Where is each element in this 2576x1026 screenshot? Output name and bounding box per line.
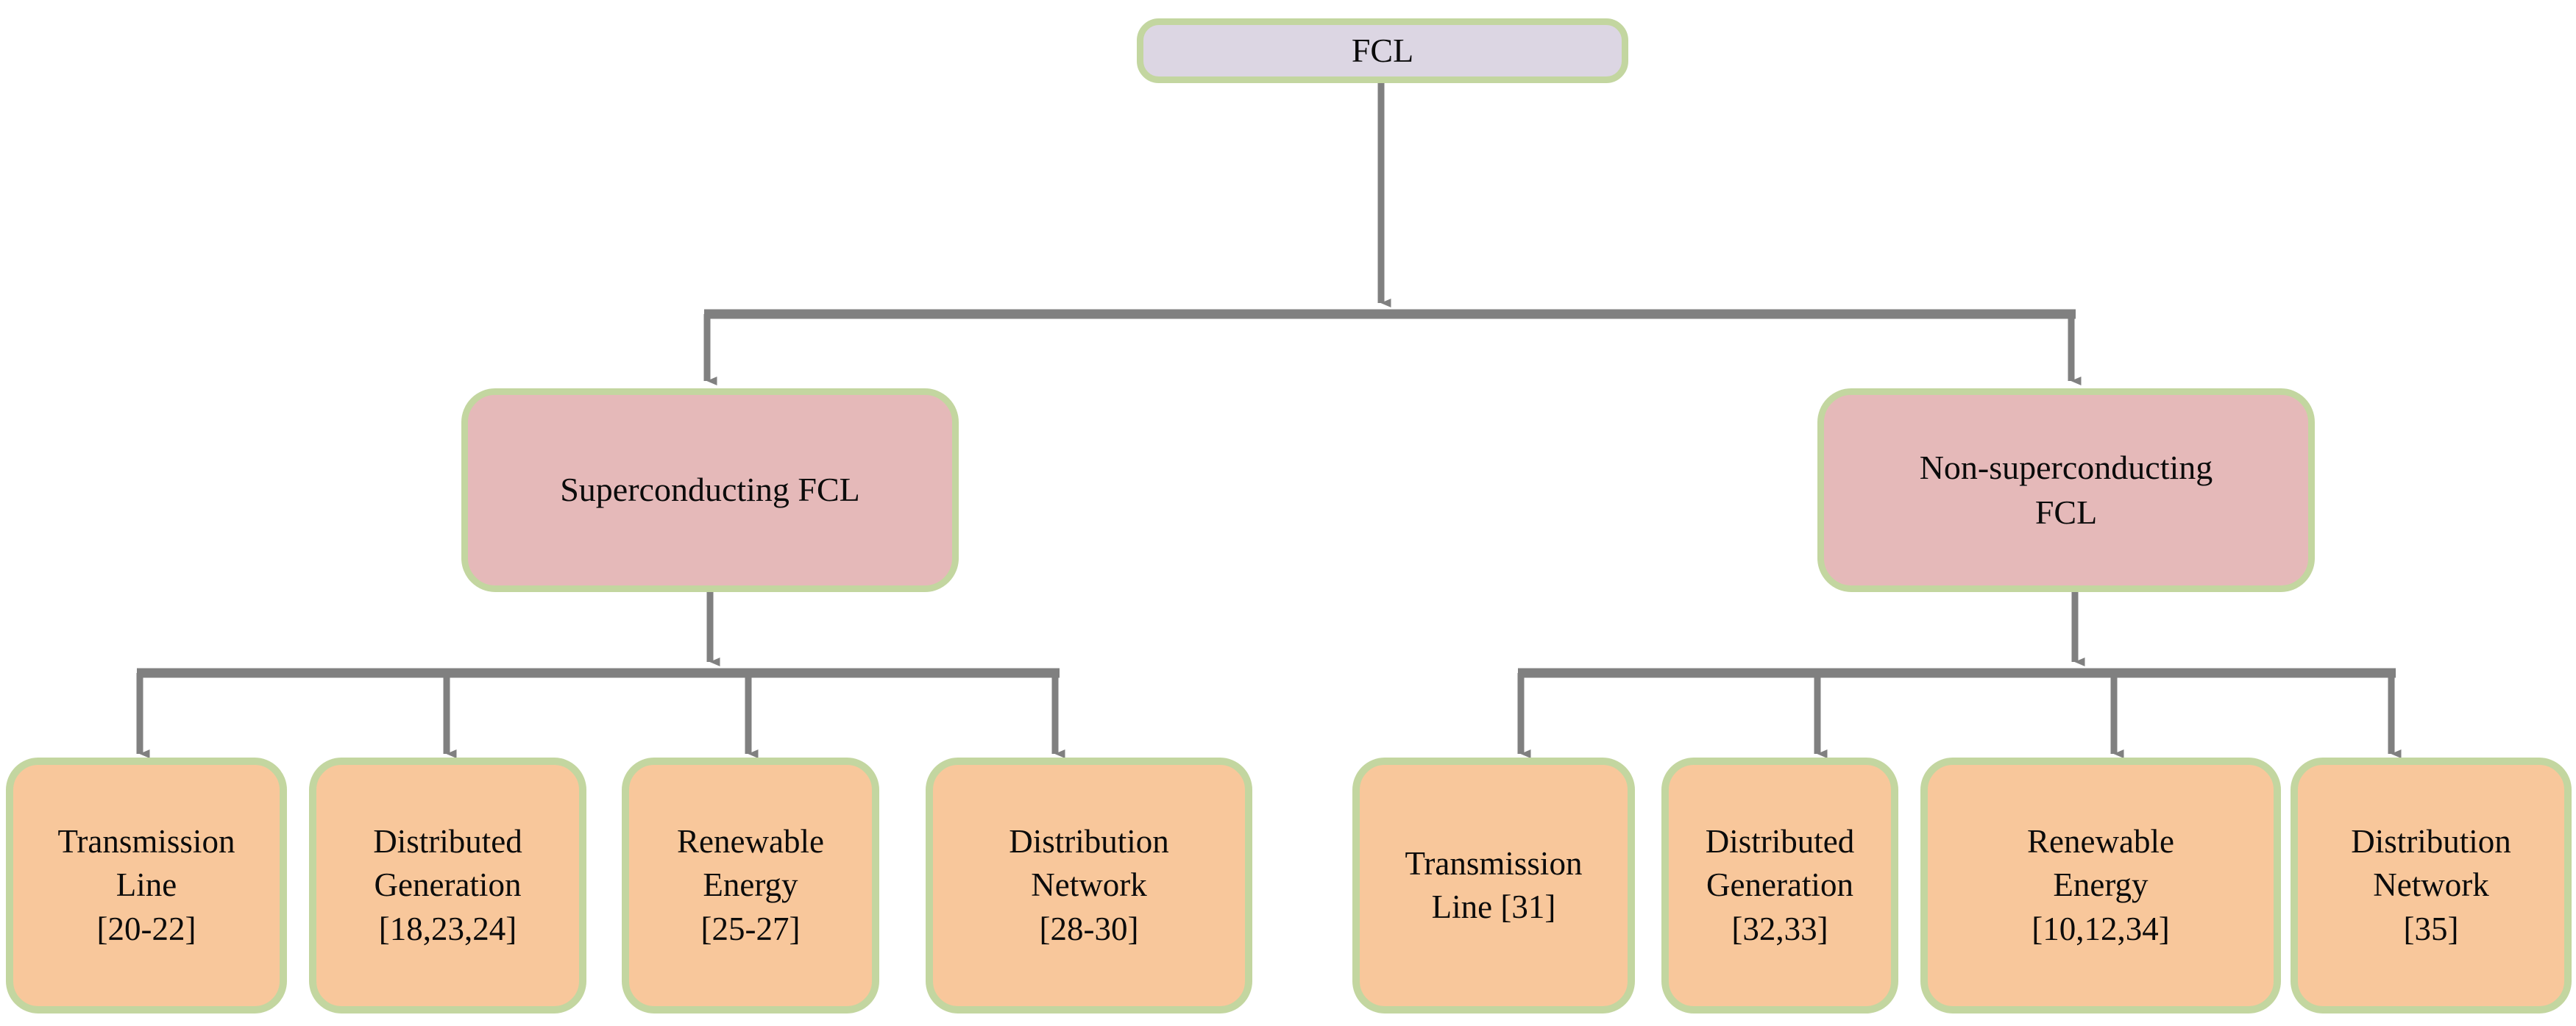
node-nsc-transmission-line-label: Transmission Line [31] xyxy=(1405,844,1583,925)
node-sc-renewable-energy-label: Renewable Energy [25-27] xyxy=(677,822,824,947)
node-non-superconducting-label: Non-superconducting FCL xyxy=(1919,448,2213,531)
edge-drops-right xyxy=(1517,673,2402,758)
node-sc-distribution-network-label: Distribution Network [28-30] xyxy=(1009,822,1169,947)
node-nsc-distribution-network[interactable]: Distribution Network [35] xyxy=(2291,758,2572,1013)
node-root[interactable]: FCL xyxy=(1137,18,1628,83)
node-non-superconducting[interactable]: Non-superconducting FCL xyxy=(1817,388,2315,592)
node-root-label: FCL xyxy=(1351,31,1414,69)
node-nsc-transmission-line[interactable]: Transmission Line [31] xyxy=(1352,758,1635,1013)
node-nsc-distribution-network-label: Distribution Network [35] xyxy=(2351,822,2511,947)
node-nsc-renewable-energy[interactable]: Renewable Energy [10,12,34] xyxy=(1920,758,2281,1013)
edge-drops-left xyxy=(136,673,1065,758)
node-sc-distributed-generation-label: Distributed Generation [18,23,24] xyxy=(373,822,522,947)
node-superconducting[interactable]: Superconducting FCL xyxy=(461,388,959,592)
node-sc-transmission-line[interactable]: Transmission Line [20-22] xyxy=(6,758,287,1013)
node-sc-distribution-network[interactable]: Distribution Network [28-30] xyxy=(926,758,1252,1013)
node-superconducting-label: Superconducting FCL xyxy=(560,471,860,509)
node-sc-distributed-generation[interactable]: Distributed Generation [18,23,24] xyxy=(309,758,586,1013)
node-sc-renewable-energy[interactable]: Renewable Energy [25-27] xyxy=(622,758,879,1013)
node-nsc-renewable-energy-label: Renewable Energy [10,12,34] xyxy=(2027,822,2174,947)
node-nsc-distributed-generation[interactable]: Distributed Generation [32,33] xyxy=(1661,758,1898,1013)
node-sc-transmission-line-label: Transmission Line [20-22] xyxy=(57,822,235,947)
node-nsc-distributed-generation-label: Distributed Generation [32,33] xyxy=(1705,822,1855,947)
